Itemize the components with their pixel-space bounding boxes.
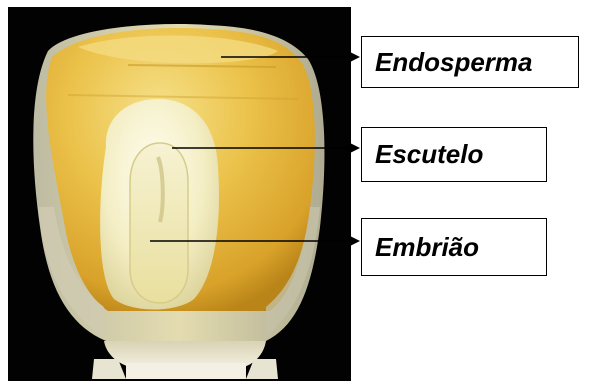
label-escutelo-text: Escutelo [375,139,483,170]
label-escutelo: Escutelo [361,127,547,182]
label-endosperma-text: Endosperma [375,47,533,78]
label-endosperma: Endosperma [361,36,579,88]
label-embriao-text: Embrião [375,232,479,263]
label-embriao: Embrião [361,218,547,276]
